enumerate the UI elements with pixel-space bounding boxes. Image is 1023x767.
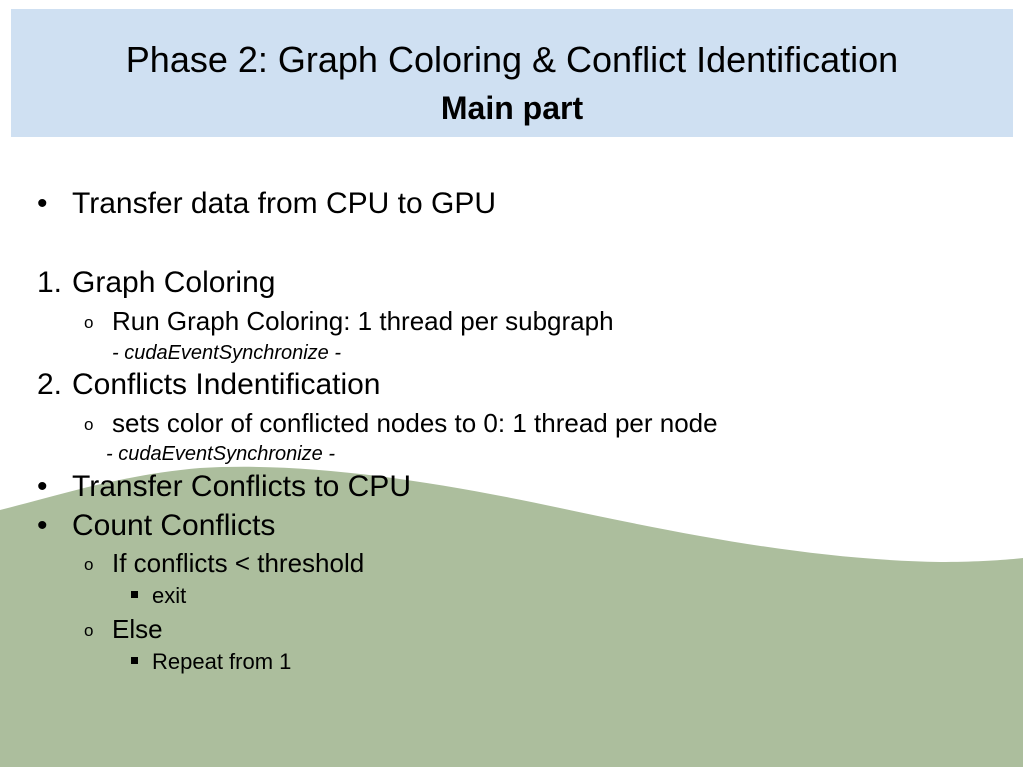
item-sync-2: - cudaEventSynchronize - (106, 443, 336, 465)
slide-subtitle: Main part (440, 90, 584, 126)
slide-title: Phase 2: Graph Coloring & Conflict Ident… (125, 39, 899, 80)
item-else: Else (112, 614, 163, 644)
circle-marker: o (84, 555, 94, 574)
item-conflicts-identification: Conflicts Indentification (72, 368, 381, 401)
item-sets-color: sets color of conflicted nodes to 0: 1 t… (112, 408, 718, 438)
item-transfer-conflicts: Transfer Conflicts to CPU (72, 470, 411, 503)
item-sync-1: - cudaEventSynchronize - (112, 342, 342, 364)
bullet-marker: • (37, 509, 48, 542)
bullet-marker: • (37, 187, 48, 220)
item-if-conflicts: If conflicts < threshold (112, 548, 365, 578)
circle-marker: o (84, 313, 94, 332)
item-graph-coloring: Graph Coloring (72, 266, 276, 299)
wave-shape (0, 466, 1023, 767)
item-repeat: Repeat from 1 (152, 649, 292, 674)
title-band: Phase 2: Graph Coloring & Conflict Ident… (11, 9, 1013, 137)
bullet-marker: • (37, 470, 48, 503)
square-bullet-icon (131, 591, 138, 598)
square-bullet-icon (131, 657, 138, 664)
item-run-graph-coloring: Run Graph Coloring: 1 thread per subgrap… (112, 306, 614, 336)
item-count-conflicts: Count Conflicts (72, 509, 276, 542)
item-transfer-to-gpu: Transfer data from CPU to GPU (72, 187, 497, 220)
number-marker-2: 2. (37, 368, 63, 401)
circle-marker: o (84, 621, 94, 640)
circle-marker: o (84, 415, 94, 434)
number-marker-1: 1. (37, 266, 63, 299)
item-exit: exit (152, 583, 187, 608)
